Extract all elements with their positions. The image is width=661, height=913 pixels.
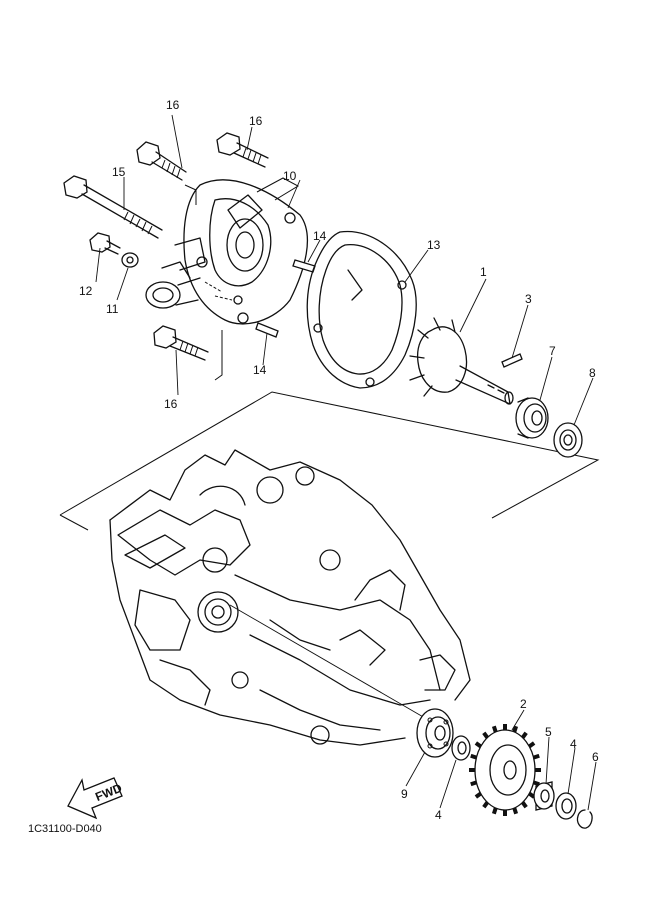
bearing-9 <box>416 708 454 758</box>
bearing-7 <box>515 397 549 439</box>
callout-4-left: 4 <box>435 808 442 822</box>
gear-tooth <box>470 753 478 760</box>
diagram-code: 1C31100-D040 <box>28 823 102 835</box>
callout-14-lower: 14 <box>253 363 267 377</box>
gear-tooth <box>474 741 482 749</box>
callout-7: 7 <box>549 344 556 358</box>
callout-5: 5 <box>545 725 552 739</box>
gear-tooth <box>532 780 540 787</box>
callout-8: 8 <box>589 366 596 380</box>
gear-tooth <box>512 725 519 733</box>
gasket-13 <box>306 230 417 389</box>
alignment-line <box>229 604 426 719</box>
bolt-16-upper-right <box>216 132 269 168</box>
collar-5 <box>533 781 555 811</box>
callout-16-upper-left: 16 <box>166 98 180 112</box>
gear-tooth <box>532 753 540 760</box>
gear-tooth <box>521 801 528 809</box>
gear-tooth <box>528 791 536 799</box>
callout-2: 2 <box>520 697 527 711</box>
circlip-6 <box>576 809 593 829</box>
callout-16-upper-right: 16 <box>249 114 263 128</box>
washer-4-right <box>555 792 577 820</box>
bolt-16-upper-left <box>136 141 187 181</box>
leader-lines <box>95 114 597 811</box>
bracket-top <box>256 177 300 201</box>
gear-tooth <box>491 807 498 815</box>
callout-labels: 16 16 15 10 14 12 11 13 1 3 7 8 14 16 2 … <box>79 98 599 822</box>
gear-tooth <box>482 801 489 809</box>
pump-housing <box>161 179 308 325</box>
bracket-bottom <box>214 330 223 381</box>
gear-tooth <box>474 791 482 799</box>
gear-tooth <box>521 731 528 739</box>
washer-4-left <box>451 735 471 761</box>
pin-3 <box>501 353 523 368</box>
washer-11 <box>121 252 139 268</box>
callout-11: 11 <box>106 302 119 316</box>
callout-14-upper: 14 <box>313 229 327 243</box>
pipe-fitting <box>145 277 201 309</box>
callout-6: 6 <box>592 750 599 764</box>
callout-16-lower: 16 <box>164 397 178 411</box>
bolt-16-lower <box>153 325 209 361</box>
callout-13: 13 <box>427 238 441 252</box>
callout-10: 10 <box>283 169 297 183</box>
assembly-outline <box>59 391 600 519</box>
gear-tooth <box>470 780 478 787</box>
callout-9: 9 <box>401 787 408 801</box>
gear-tooth <box>528 741 536 749</box>
gear-2 <box>469 724 541 816</box>
impeller-shaft-1 <box>409 317 514 405</box>
dowel-pin-14-lower <box>255 322 279 338</box>
crankcase <box>109 449 471 746</box>
callout-12: 12 <box>79 284 93 298</box>
fwd-arrow-icon: FWD <box>67 777 124 820</box>
oil-seal-8 <box>553 422 583 458</box>
bolt-12 <box>89 232 121 255</box>
callout-4-right: 4 <box>570 737 577 751</box>
gear-tooth <box>482 731 489 739</box>
callout-15: 15 <box>112 165 126 179</box>
gear-tooth <box>512 807 519 815</box>
long-bolt-15 <box>63 175 163 239</box>
callout-1: 1 <box>480 265 487 279</box>
callout-3: 3 <box>525 292 532 306</box>
gear-tooth <box>491 725 498 733</box>
